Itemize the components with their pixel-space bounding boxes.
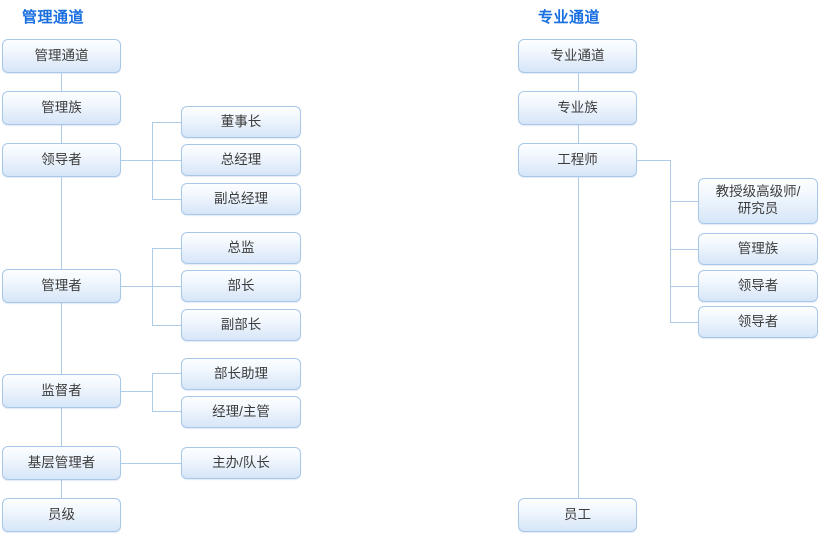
connector-engineer-bus: [670, 201, 671, 322]
node-department-head[interactable]: 部长: [181, 270, 301, 302]
connector-manager-stem: [121, 286, 152, 287]
node-frontline-manager[interactable]: 基层管理者: [2, 446, 121, 480]
node-employee[interactable]: 员工: [518, 498, 637, 532]
node-leader[interactable]: 领导者: [2, 143, 121, 177]
connector-manager-to-deputy-department-head: [152, 325, 181, 326]
connector-engineer-to-prof-leader-2: [670, 322, 698, 323]
connector-engineer-drop: [670, 160, 671, 201]
connector-leader-to-chairman: [152, 122, 181, 123]
node-chairman[interactable]: 董事长: [181, 106, 301, 138]
node-supervisor[interactable]: 监督者: [2, 374, 121, 408]
node-general-manager[interactable]: 总经理: [181, 144, 301, 176]
connector-supervisor-to-department-head-assistant: [152, 373, 181, 374]
node-prof-leader-2[interactable]: 领导者: [698, 306, 818, 338]
node-engineer[interactable]: 工程师: [518, 143, 637, 177]
column-title-management-channel: 管理通道: [22, 9, 85, 26]
node-department-head-assistant[interactable]: 部长助理: [181, 358, 301, 390]
connector-engineer-stem: [637, 160, 670, 161]
node-staff-level[interactable]: 员级: [2, 498, 121, 532]
node-prof-mgmt-family[interactable]: 管理族: [698, 233, 818, 265]
connector-leader-to-deputy-general-manager: [152, 199, 181, 200]
node-manager-supervisor[interactable]: 经理/主管: [181, 396, 301, 428]
connector-engineer-to-prof-mgmt-family: [670, 249, 698, 250]
node-mgmt-family[interactable]: 管理族: [2, 91, 121, 125]
connector-supervisor-stem: [121, 391, 152, 392]
node-prof-family[interactable]: 专业族: [518, 91, 637, 125]
node-manager[interactable]: 管理者: [2, 269, 121, 303]
node-chief-director[interactable]: 总监: [181, 232, 301, 264]
connector-supervisor-bus: [152, 373, 153, 412]
connector-supervisor-to-manager-supervisor: [152, 411, 181, 412]
connector-leader-to-general-manager: [152, 160, 181, 161]
connector-right-spine-trunk: [578, 73, 579, 498]
connector-leader-stem: [121, 160, 152, 161]
node-deputy-general-manager[interactable]: 副总经理: [181, 183, 301, 215]
connector-engineer-to-prof-leader-1: [670, 286, 698, 287]
node-deputy-department-head[interactable]: 副部长: [181, 309, 301, 341]
connector-engineer-to-professor-senior-researcher: [670, 201, 698, 202]
node-officer-team-leader[interactable]: 主办/队长: [181, 447, 301, 479]
node-mgmt-channel-root[interactable]: 管理通道: [2, 39, 121, 73]
node-prof-channel-root[interactable]: 专业通道: [518, 39, 637, 73]
node-professor-senior-researcher[interactable]: 教授级高级师/ 研究员: [698, 178, 818, 224]
connector-frontline-manager-to-officer-team-leader: [121, 463, 181, 464]
connector-manager-to-department-head: [152, 286, 181, 287]
column-title-professional-channel: 专业通道: [538, 9, 601, 26]
connector-manager-to-chief-director: [152, 248, 181, 249]
node-prof-leader-1[interactable]: 领导者: [698, 270, 818, 302]
